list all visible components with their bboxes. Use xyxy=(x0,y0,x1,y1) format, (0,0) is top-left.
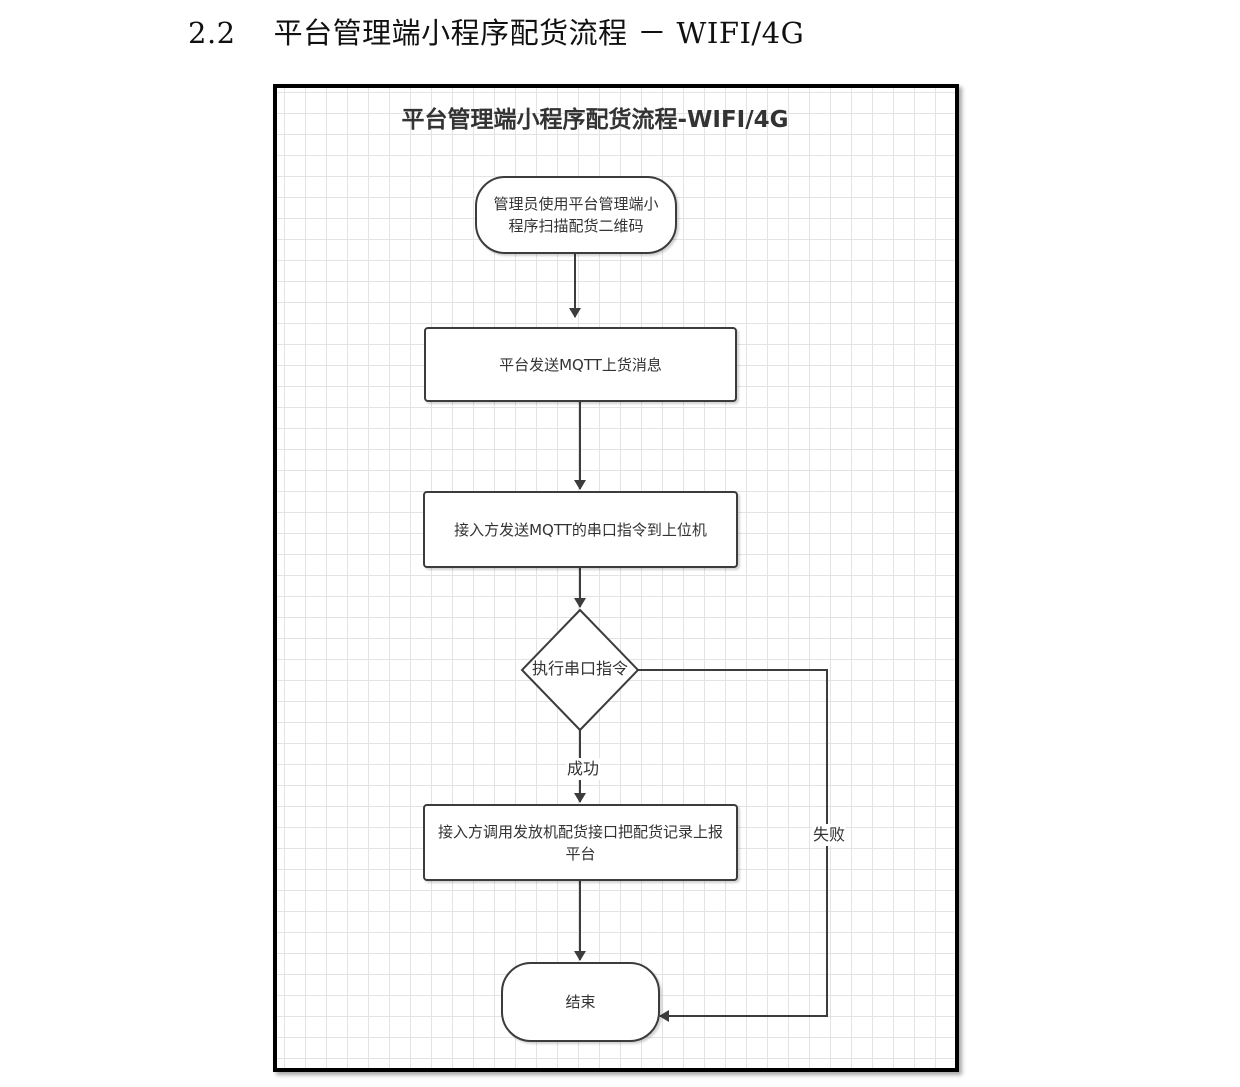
forward-command-node: 接入方发送MQTT的串口指令到上位机 xyxy=(423,491,738,568)
section-heading: 2.2 平台管理端小程序配货流程 － WIFI/4G xyxy=(188,10,804,52)
send-mqtt-node-label: 平台发送MQTT上货消息 xyxy=(499,355,662,374)
start-node: 管理员使用平台管理端小程序扫描配货二维码 xyxy=(475,176,677,254)
report-node: 接入方调用发放机配货接口把配货记录上报平台 xyxy=(423,804,738,881)
success-edge-label: 成功 xyxy=(566,758,601,780)
send-mqtt-node: 平台发送MQTT上货消息 xyxy=(424,327,737,402)
report-node-label: 接入方调用发放机配货接口把配货记录上报平台 xyxy=(437,822,723,863)
end-node-label: 结束 xyxy=(565,993,596,1011)
decision-node-label: 执行串口指令 xyxy=(531,659,628,678)
start-node-label: 管理员使用平台管理端小程序扫描配货二维码 xyxy=(493,195,659,235)
diagram-title: 平台管理端小程序配货流程-WIFI/4G xyxy=(401,107,789,133)
forward-command-node-label: 接入方发送MQTT的串口指令到上位机 xyxy=(454,520,707,539)
section-title: 平台管理端小程序配货流程 － WIFI/4G xyxy=(273,16,805,50)
end-node: 结束 xyxy=(501,962,660,1042)
failure-edge-label: 失败 xyxy=(812,824,847,846)
section-number: 2.2 xyxy=(188,16,236,50)
